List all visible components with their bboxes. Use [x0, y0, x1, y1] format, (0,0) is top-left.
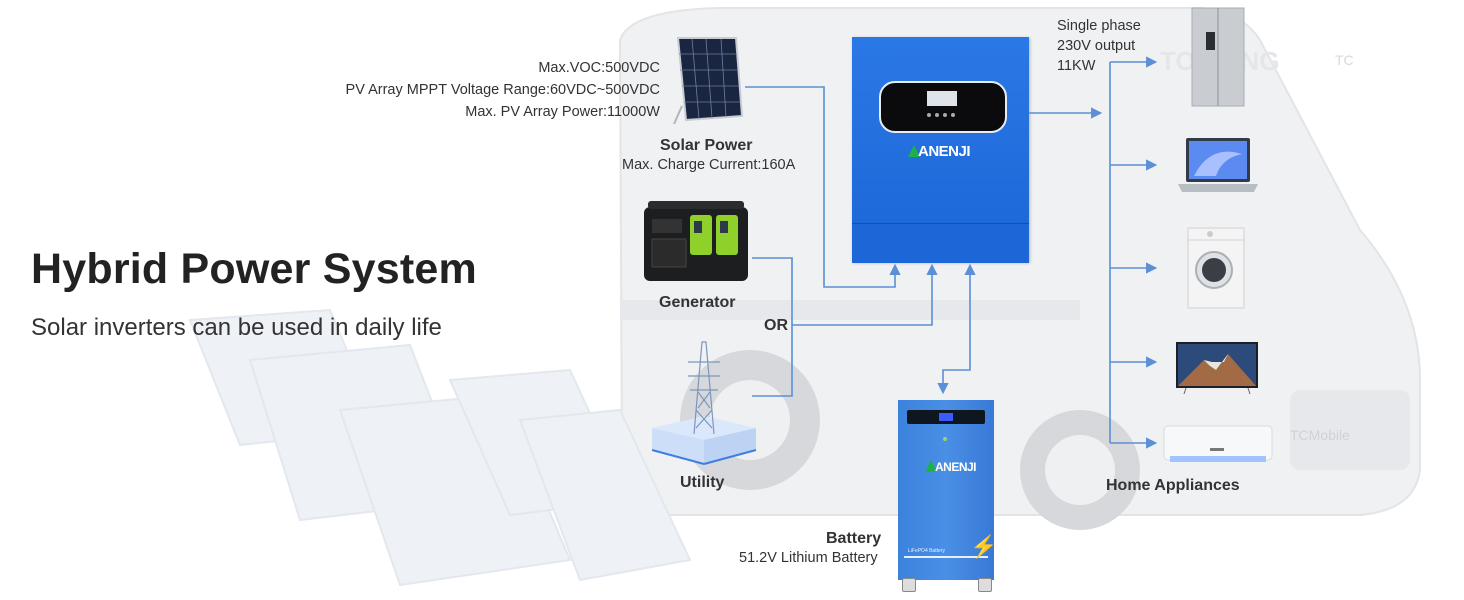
page-subtitle: Solar inverters can be used in daily lif…: [31, 314, 442, 341]
generator-icon: [644, 201, 748, 281]
generator-label: Generator: [659, 294, 736, 311]
rv-plate-text: TCMobile: [1290, 427, 1350, 443]
battery-unit: ANENJI LiFePO4 Battery ⚡: [898, 400, 998, 580]
solar-charge-current: Max. Charge Current:160A: [622, 157, 796, 173]
output-phase: Single phase: [1057, 18, 1141, 34]
inverter-button: [935, 113, 939, 117]
inverter-display: [879, 81, 1007, 133]
solar-spec-mppt: PV Array MPPT Voltage Range:60VDC~500VDC: [345, 82, 660, 98]
rv-logo-text: TC: [1335, 52, 1354, 68]
output-power: 11KW: [1057, 58, 1096, 74]
battery-label: Battery: [826, 530, 882, 547]
solar-spec-power: Max. PV Array Power:11000W: [465, 104, 660, 120]
hybrid-inverter: ANENJI: [852, 37, 1029, 263]
laptop-icon: [1178, 138, 1258, 192]
brand-triangle-icon: [908, 145, 920, 157]
inverter-button: [927, 113, 931, 117]
battery-detail: 51.2V Lithium Battery: [739, 550, 878, 566]
generator-line: [752, 257, 793, 397]
grid-to-inverter-line: [792, 263, 938, 326]
inverter-bottom-panel: [852, 223, 1029, 263]
air-conditioner-icon: [1163, 425, 1273, 462]
battery-lcd: [939, 413, 953, 421]
battery-chem-label: LiFePO4 Battery: [908, 548, 945, 554]
solar-to-inverter-line: [745, 86, 901, 288]
utility-label: Utility: [680, 474, 725, 491]
brand-triangle-icon: [925, 460, 937, 472]
inverter-brand-text: ANENJI: [918, 143, 971, 160]
output-voltage: 230V output: [1057, 38, 1136, 54]
battery-link-line: [937, 263, 976, 395]
washing-machine-icon: [1187, 227, 1245, 309]
inverter-lcd: [927, 91, 957, 106]
solar-power-label: Solar Power: [660, 137, 753, 154]
inverter-button: [943, 113, 947, 117]
solar-spec-voc: Max.VOC:500VDC: [538, 60, 660, 76]
or-label: OR: [764, 317, 788, 334]
solar-panel-icon: [673, 37, 744, 124]
battery-brand-text: ANENJI: [935, 460, 977, 474]
inverter-button: [951, 113, 955, 117]
home-appliances-label: Home Appliances: [1106, 477, 1240, 494]
inverter-brand-logo: ANENJI: [908, 143, 971, 160]
lightning-bolt-icon: ⚡: [970, 534, 998, 559]
battery-display: [907, 410, 985, 424]
utility-tower-icon: [651, 341, 757, 465]
battery-brand-logo: ANENJI: [925, 460, 977, 474]
solar-panels-background: [188, 308, 692, 587]
page-title: Hybrid Power System: [31, 245, 477, 293]
battery-wheel: [902, 578, 916, 592]
battery-wheel: [978, 578, 992, 592]
battery-stripe: [904, 556, 988, 558]
battery-led: [943, 437, 947, 441]
television-icon: [1176, 342, 1258, 394]
refrigerator-icon: [1191, 7, 1245, 107]
